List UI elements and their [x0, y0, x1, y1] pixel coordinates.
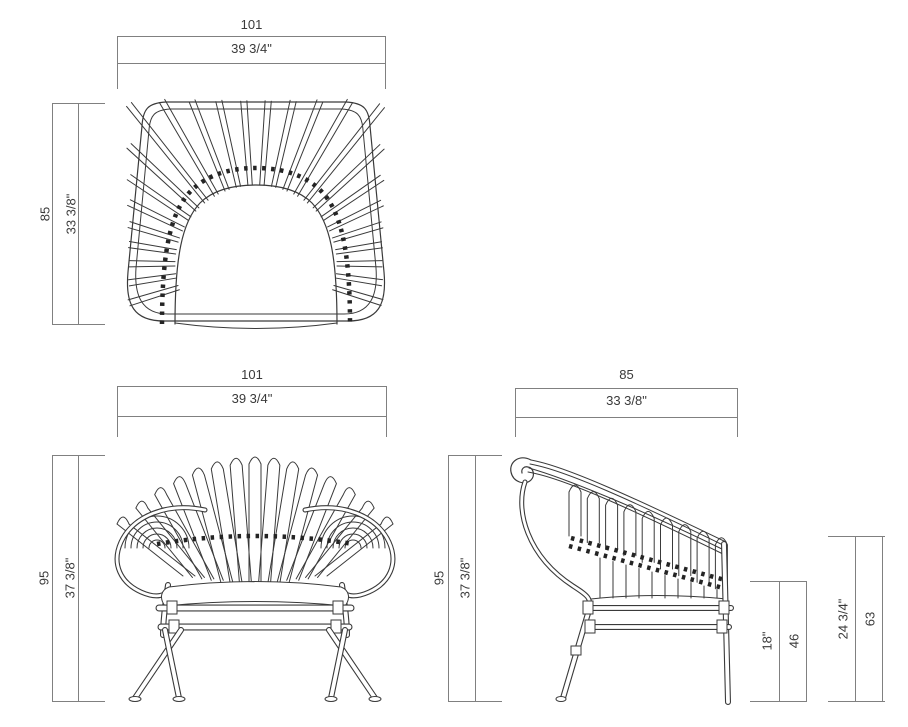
- dim-top-depth-line-outer: [52, 103, 53, 325]
- top-view-drawing: [126, 98, 386, 329]
- dim-arm-height-tick-bottom: [828, 701, 885, 702]
- dim-front-height-line-outer: [52, 455, 53, 702]
- dim-side-height-cm-label: 95: [431, 570, 447, 586]
- dim-top-depth-inch-label: 33 3/8": [63, 193, 79, 235]
- side-view-frame: [510, 457, 734, 705]
- dim-arm-height-inch-label: 24 3/4": [835, 598, 851, 640]
- dim-side-height-inch-label: 37 3/8": [457, 557, 473, 599]
- dim-front-height-tick-top: [52, 455, 105, 456]
- dim-top-width-line-outer: [117, 36, 386, 37]
- dim-top-depth-cm-label: 85: [37, 206, 53, 222]
- top-view-frame: [126, 101, 386, 329]
- dim-top-depth-tick-top: [52, 103, 105, 104]
- dim-side-depth-line-outer: [515, 388, 738, 389]
- dim-front-width-line-inner: [117, 416, 387, 417]
- dim-side-depth-ext-left: [515, 388, 516, 437]
- dim-top-width-ext-left: [117, 36, 118, 89]
- dim-arm-height-line-inner: [882, 536, 883, 702]
- dim-side-height-line-inner: [475, 455, 476, 702]
- dim-side-depth-ext-right: [737, 388, 738, 437]
- dim-arm-height-tick-top: [828, 536, 885, 537]
- dim-side-height-tick-bottom: [448, 701, 502, 702]
- front-view-frame: [114, 505, 396, 702]
- dim-seat-height-line-outer: [779, 581, 780, 702]
- dim-top-width-ext-right: [385, 36, 386, 89]
- dim-front-width-line-outer: [117, 386, 387, 387]
- dim-arm-height-line-outer: [855, 536, 856, 702]
- dim-side-height-line-outer: [448, 455, 449, 702]
- dim-front-width-ext-right: [386, 386, 387, 437]
- dim-side-depth-inch-label: 33 3/8": [606, 393, 647, 408]
- dim-top-depth-line-inner: [78, 103, 79, 325]
- dim-side-height-tick-top: [448, 455, 502, 456]
- dim-front-width-ext-left: [117, 386, 118, 437]
- dim-seat-height-cm-label: 46: [786, 633, 802, 649]
- dim-top-width-inch-label: 39 3/4": [231, 41, 272, 56]
- dim-front-height-inch-label: 37 3/8": [62, 557, 78, 599]
- dim-front-width-cm-label: 101: [241, 367, 263, 382]
- dim-front-width-inch-label: 39 3/4": [231, 391, 273, 406]
- dim-top-depth-tick-bottom: [52, 324, 105, 325]
- dim-side-depth-cm-label: 85: [619, 367, 634, 382]
- dim-arm-height-cm-label: 63: [862, 611, 878, 627]
- dim-seat-height-tick-top: [750, 581, 807, 582]
- dim-side-depth-line-inner: [515, 417, 738, 418]
- dim-front-height-line-inner: [78, 455, 79, 702]
- dim-front-height-tick-bottom: [52, 701, 105, 702]
- dim-seat-height-tick-bottom: [750, 701, 807, 702]
- dim-seat-height-line-inner: [806, 581, 807, 702]
- front-view-drawing: [114, 456, 396, 702]
- dim-top-width-line-inner: [117, 63, 386, 64]
- dim-top-width-cm-label: 101: [240, 17, 263, 32]
- dim-front-height-cm-label: 95: [36, 570, 52, 586]
- side-view-drawing: [510, 457, 734, 705]
